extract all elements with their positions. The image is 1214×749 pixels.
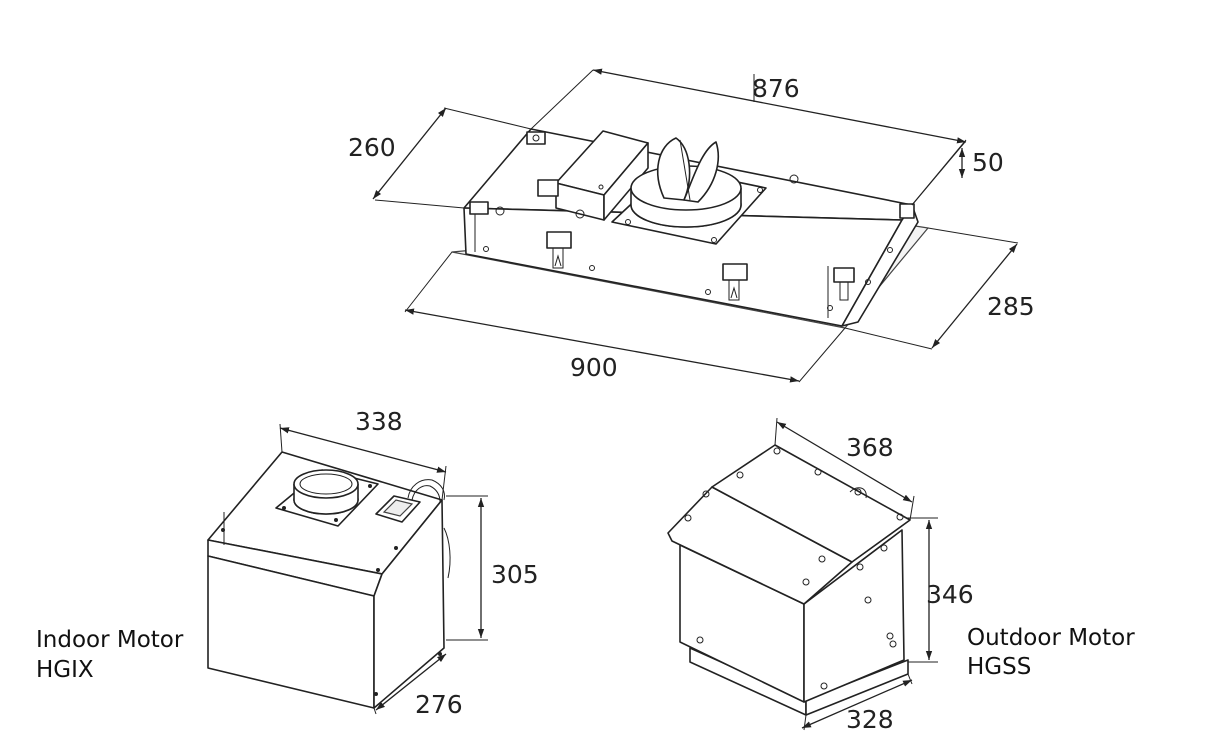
outdoor-motor-drawing: 368 346 328 Outdoor Motor HGSS xyxy=(667,417,1135,734)
indoor-motor-drawing: 338 305 276 Indoor Motor HGIX xyxy=(36,407,539,719)
dim-label-346: 346 xyxy=(926,580,974,609)
indoor-motor-caption-line1: Indoor Motor xyxy=(36,627,184,653)
dim-368: 368 xyxy=(774,417,915,521)
hood-top-hole xyxy=(789,174,799,184)
indoor-motor-caption-line2: HGIX xyxy=(36,657,94,683)
hood-insert-drawing: 876 260 50 285 900 xyxy=(348,68,1035,383)
dim-label-876: 876 xyxy=(752,74,800,103)
dim-50: 50 xyxy=(911,141,1004,206)
hood-brackets xyxy=(469,131,915,301)
dim-346: 346 xyxy=(906,517,974,663)
dim-260: 260 xyxy=(348,107,532,209)
hood-front-holes xyxy=(483,246,893,311)
dim-label-285: 285 xyxy=(987,292,1035,321)
outdoor-motor-caption-line1: Outdoor Motor xyxy=(967,625,1135,651)
dim-label-328: 328 xyxy=(846,705,894,734)
dim-label-50: 50 xyxy=(972,148,1004,177)
hood-electrical-box xyxy=(537,130,649,221)
dim-label-900: 900 xyxy=(570,353,618,382)
dim-305: 305 xyxy=(446,495,539,641)
dim-label-276: 276 xyxy=(415,690,463,719)
dim-label-368: 368 xyxy=(846,433,894,462)
indoor-motor-outlet xyxy=(275,469,379,527)
hood-fan-outlet xyxy=(611,137,767,245)
dim-label-260: 260 xyxy=(348,133,396,162)
hood-top-hole xyxy=(532,134,540,142)
dim-900: 900 xyxy=(404,251,846,383)
dim-label-338: 338 xyxy=(355,407,403,436)
dim-876: 876 xyxy=(530,68,967,206)
hood-top-hole xyxy=(495,206,505,216)
outdoor-motor-caption-line2: HGSS xyxy=(967,654,1031,680)
dim-label-305: 305 xyxy=(491,560,539,589)
dim-276: 276 xyxy=(373,653,463,719)
indoor-motor-cable-box xyxy=(375,479,451,579)
dim-338: 338 xyxy=(279,407,447,501)
outdoor-motor-side xyxy=(803,529,905,703)
dim-285: 285 xyxy=(844,227,1035,350)
dim-328: 328 xyxy=(801,673,913,734)
